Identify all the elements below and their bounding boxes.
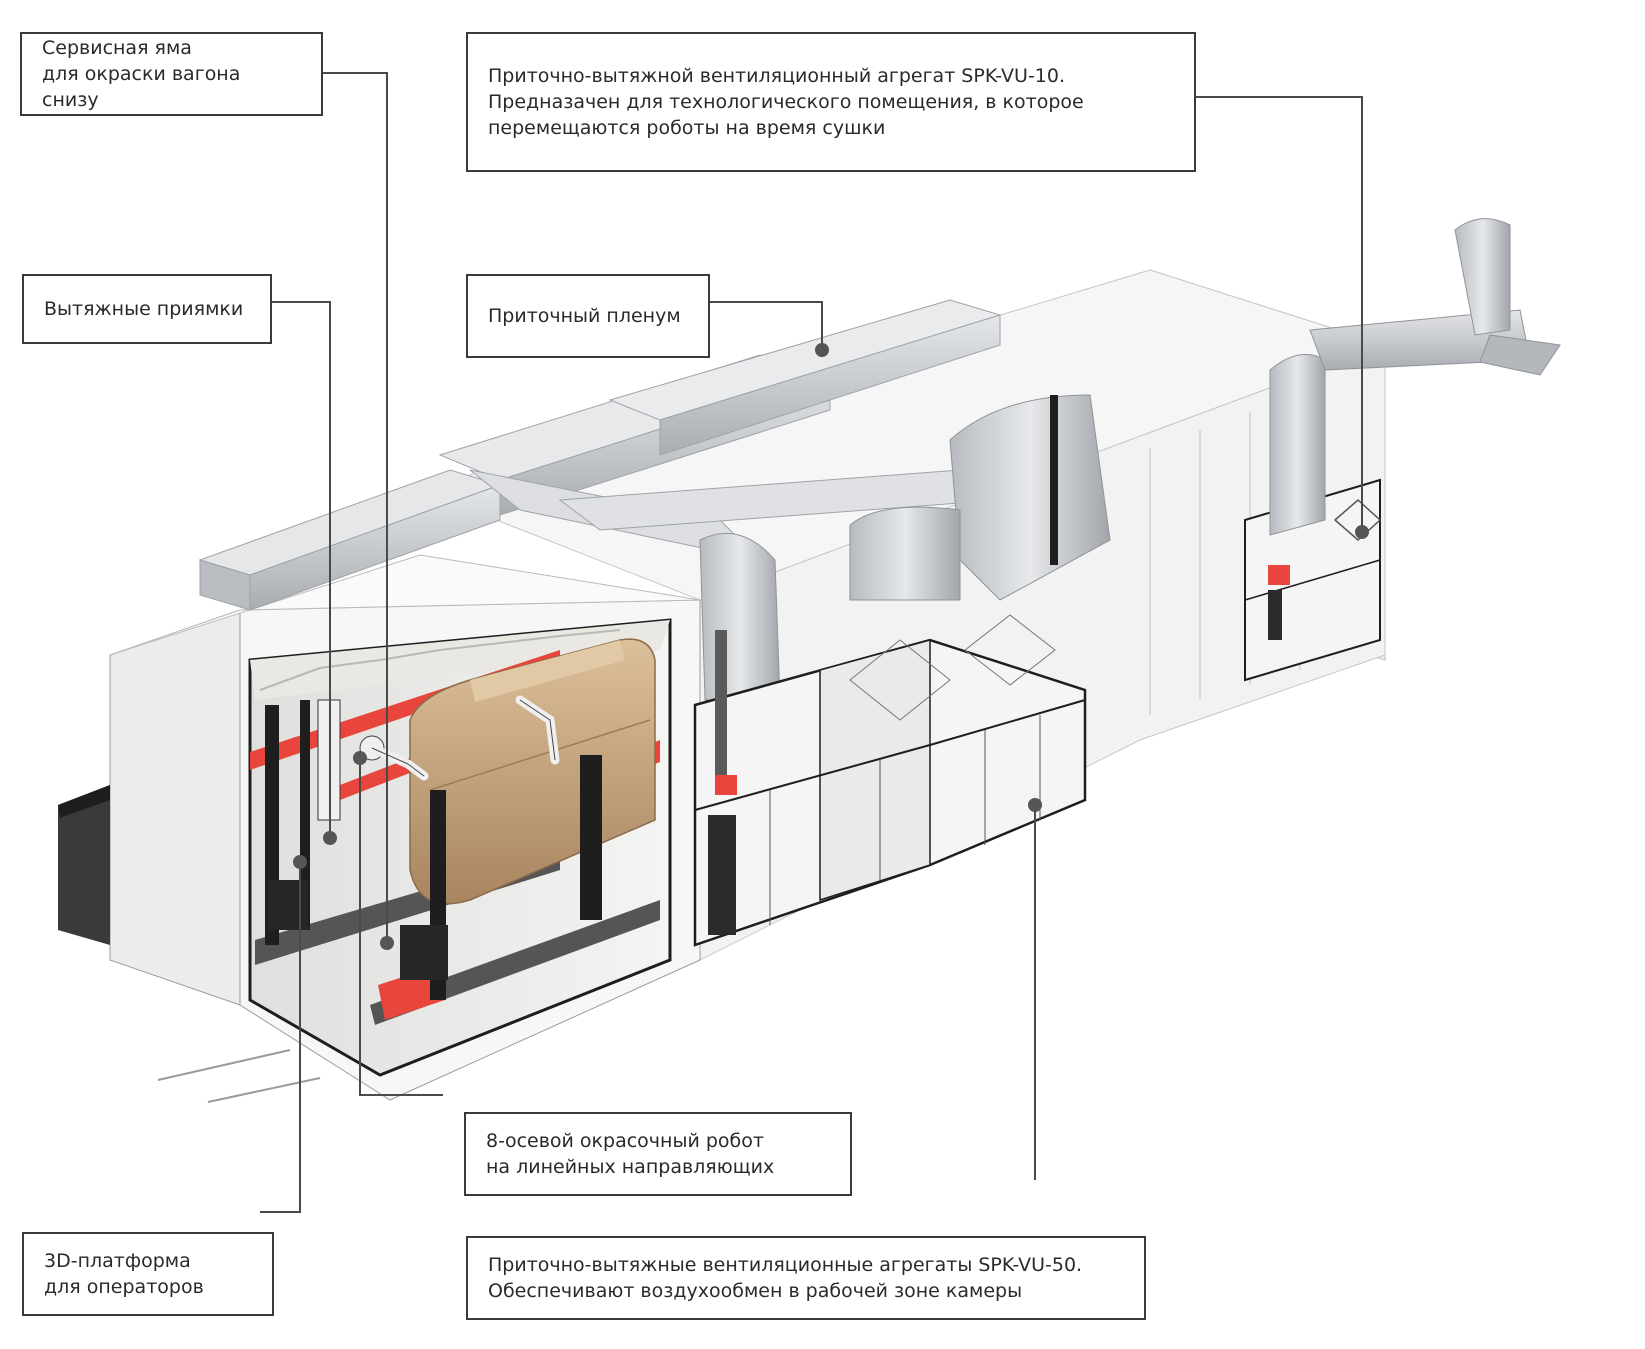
callout-vu10: Приточно-вытяжной вентиляционный агрегат… [466, 32, 1196, 172]
leader-service-pit [323, 72, 388, 940]
callout-robot-text: 8-осевой окрасочный робот на линейных на… [486, 1130, 775, 1178]
industrial-robot-icon [359, 695, 560, 781]
leader-vu10 [1140, 96, 1363, 530]
callout-platform: 3D-платформа для операторов [22, 1232, 274, 1316]
callout-vu10-text: Приточно-вытяжной вентиляционный агрегат… [488, 65, 1084, 139]
supply-duct-vertical [699, 394, 1111, 701]
callout-vu50: Приточно-вытяжные вентиляционные агрегат… [466, 1236, 1146, 1320]
callout-robot: 8-осевой окрасочный робот на линейных на… [464, 1112, 852, 1196]
callout-service-pit-text: Сервисная яма для окраски вагона снизу [42, 37, 241, 111]
callout-extraction-pits-text: Вытяжные приямки [44, 298, 244, 320]
dot-robot [353, 751, 367, 765]
callout-platform-text: 3D-платформа для операторов [44, 1250, 204, 1298]
callout-supply-plenum: Приточный пленум [466, 274, 710, 358]
robot-column-left [265, 699, 341, 945]
leader-supply-plenum [676, 301, 823, 348]
callout-supply-plenum-text: Приточный пленум [488, 305, 681, 327]
callout-service-pit: Сервисная яма для окраски вагона снизу [20, 32, 323, 116]
leader-lines [260, 72, 1363, 1213]
ground-rails [157, 1049, 321, 1103]
dot-supply-plenum [815, 343, 829, 357]
dot-platform [293, 855, 307, 869]
dot-vu10 [1355, 525, 1369, 539]
leader-platform [260, 865, 301, 1213]
leader-robot [359, 760, 443, 1096]
leader-extraction-pits [272, 301, 331, 835]
callout-vu50-text: Приточно-вытяжные вентиляционные агрегат… [488, 1254, 1083, 1302]
supply-plenum [198, 299, 1002, 611]
dot-extraction-pits [323, 831, 337, 845]
callout-extraction-pits: Вытяжные приямки [22, 274, 272, 344]
leader-dots [293, 343, 1369, 950]
vu10-unit [1244, 218, 1561, 682]
dot-vu50 [1028, 798, 1042, 812]
vu50-units [693, 614, 1087, 947]
dot-service-pit [380, 936, 394, 950]
robot-column-right [400, 755, 602, 1000]
